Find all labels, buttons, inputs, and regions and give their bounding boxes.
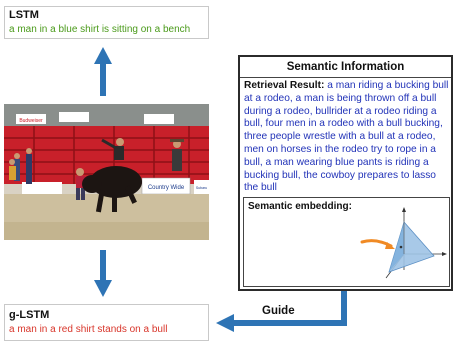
retrieval-text: a man riding a bucking bull at a rodeo, … bbox=[244, 80, 449, 194]
guide-arrow bbox=[216, 291, 347, 332]
semantic-info-panel: Semantic Information Retrieval Result: a… bbox=[238, 55, 453, 291]
rodeo-photo: Budweiser Country Wide Subaru bbox=[4, 104, 209, 240]
banner-budweiser-text: Budweiser bbox=[19, 118, 43, 124]
lstm-box: LSTM a man in a blue shirt is sitting on… bbox=[4, 6, 209, 39]
semantic-embedding-label: Semantic embedding: bbox=[248, 201, 352, 212]
lstm-title: LSTM bbox=[9, 9, 39, 21]
glstm-box: g-LSTM a man in a red shirt stands on a … bbox=[4, 304, 209, 341]
banner-country-wide-text: Country Wide bbox=[148, 185, 185, 191]
arrow-to-glstm bbox=[94, 250, 112, 297]
banner-subaru-text: Subaru bbox=[196, 186, 207, 190]
lstm-caption: a man in a blue shirt is sitting on a be… bbox=[9, 24, 191, 35]
arrow-to-lstm bbox=[94, 47, 112, 96]
banner-budweiser bbox=[16, 114, 46, 124]
glstm-title: g-LSTM bbox=[9, 309, 50, 321]
semantic-info-header: Semantic Information bbox=[240, 57, 451, 78]
glstm-caption: a man in a red shirt stands on a bull bbox=[9, 324, 168, 335]
semantic-embedding-section: Semantic embedding: bbox=[243, 197, 450, 287]
guide-label: Guide bbox=[262, 305, 295, 317]
banner-subaru bbox=[194, 180, 209, 194]
retrieval-label: Retrieval Result: bbox=[244, 80, 325, 91]
retrieval-result: Retrieval Result: a man riding a bucking… bbox=[244, 80, 449, 195]
embedding-3d-plot bbox=[360, 207, 447, 279]
